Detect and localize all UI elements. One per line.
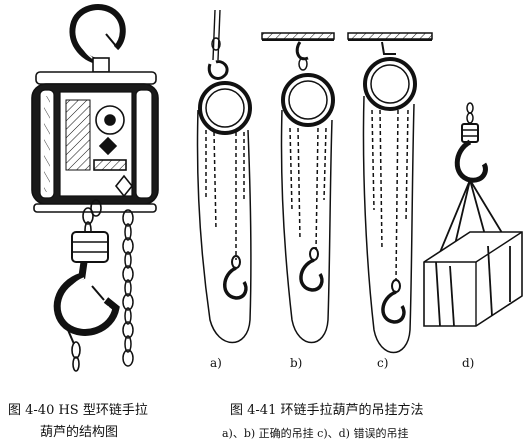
figure-4-41-caption-detail: a)、b) 正确的吊挂 c)、d) 错误的吊挂: [222, 427, 409, 440]
hand-chain-icon: [122, 209, 134, 367]
hoist-body-icon: [31, 71, 159, 213]
bottom-hook-icon: [53, 231, 120, 372]
panel-b-label: b): [290, 356, 303, 370]
figure-4-41-caption-title: 图 4-41 环链手拉葫芦的吊挂方法: [230, 403, 424, 418]
panel-c-label: c): [377, 356, 389, 370]
panel-b-drawing: [261, 32, 335, 344]
hs-hoist-structure-drawing: [31, 4, 159, 372]
figure-4-40-caption-line2: 葫芦的结构图: [40, 425, 119, 440]
panel-a-label: a): [210, 356, 222, 370]
panel-a-drawing: [196, 9, 252, 344]
panel-d-label: d): [462, 356, 475, 370]
panel-c-drawing: [347, 32, 433, 354]
top-hook-icon: [69, 4, 126, 73]
figure-4-40-caption-line1: 图 4-40 HS 型环链手拉: [8, 403, 148, 418]
panel-d-drawing: [423, 102, 523, 327]
